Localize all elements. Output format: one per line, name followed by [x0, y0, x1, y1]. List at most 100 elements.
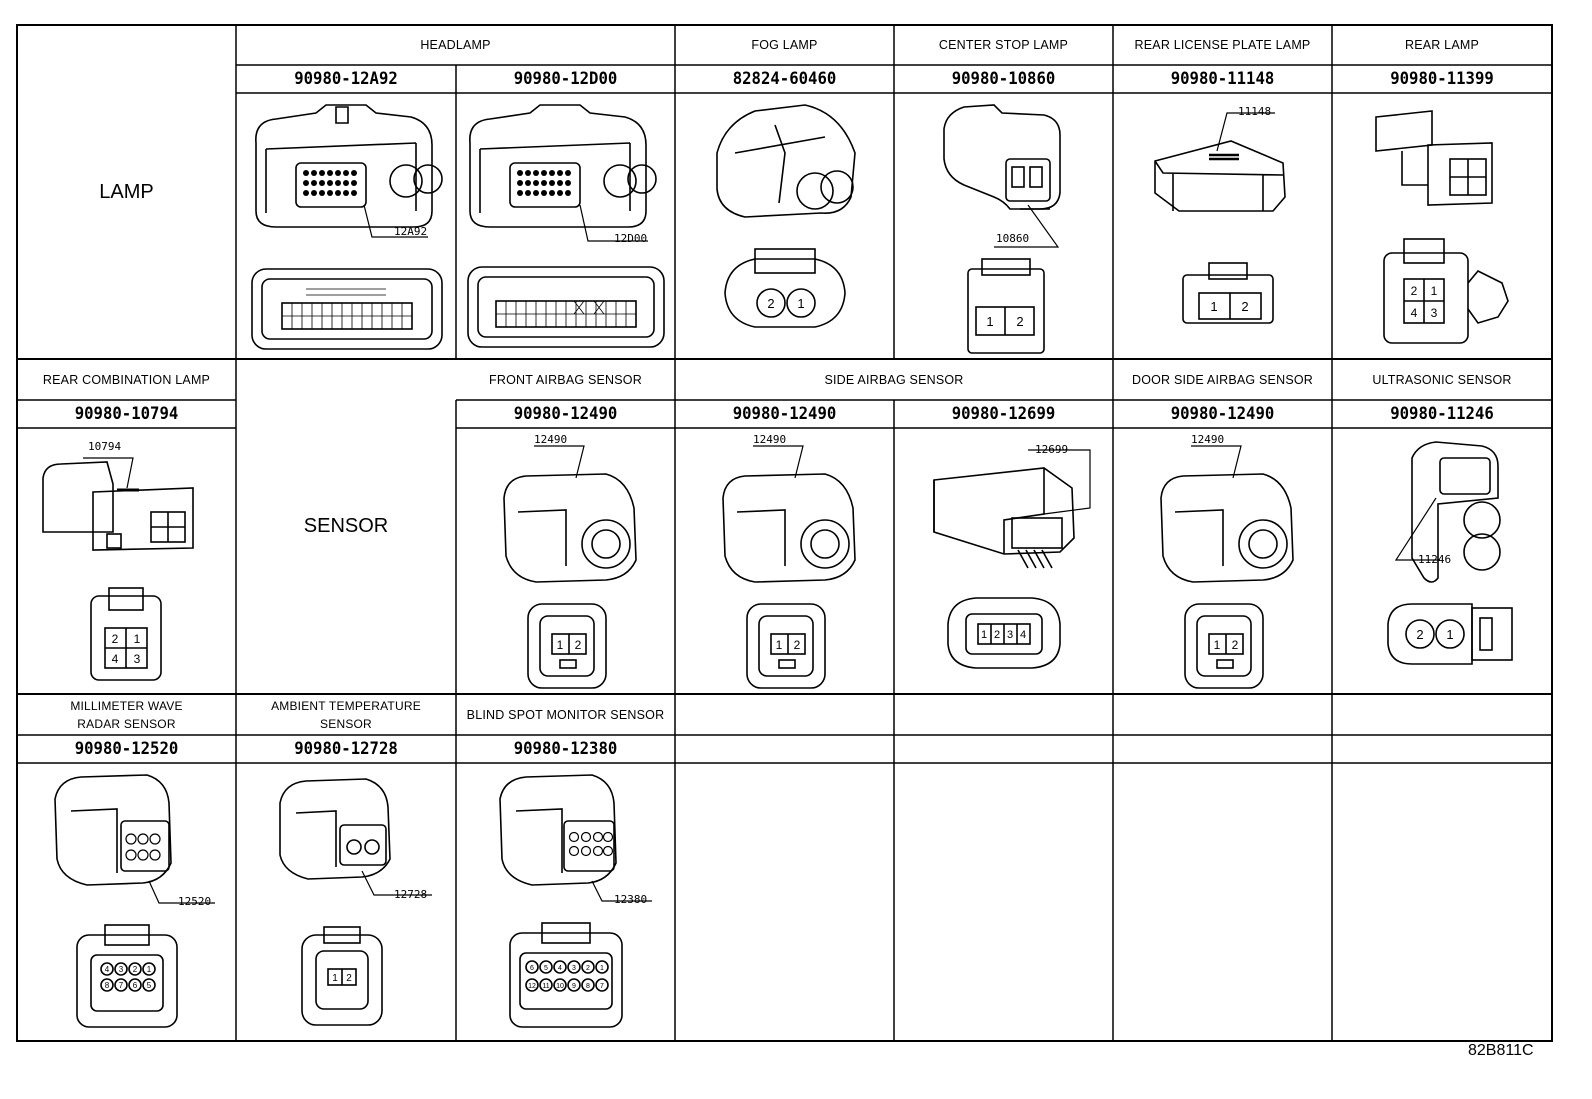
- blind-spot-monitor-sensor-pin-4: 4: [558, 965, 562, 972]
- center-stop-lamp-code: 10860: [996, 232, 1030, 245]
- ambient-temperature-sensor-pin-1: 1: [332, 973, 338, 984]
- door-side-airbag-sensor-header: DOOR SIDE AIRBAG SENSOR: [1131, 372, 1314, 387]
- rear-combination-lamp-pin-1: 1: [134, 632, 141, 646]
- side-airbag-sensor-1-pin-2: 2: [794, 638, 801, 652]
- rear-license-plate-lamp-connector-drawing: 1 2: [1154, 112, 1286, 324]
- ambient-temperature-sensor-pin-2: 2: [346, 973, 352, 984]
- ultrasonic-sensor-pin-2: 2: [1416, 627, 1423, 642]
- front-airbag-sensor-pin-2: 2: [575, 638, 582, 652]
- side-airbag-sensor-1-connector-drawing: 1 2: [722, 445, 856, 689]
- part-number-ambient-temperature-sensor: 90980-12728: [294, 739, 398, 759]
- side-airbag-sensor-2-pin-4: 4: [1020, 629, 1026, 641]
- headlamp-2-code: 12D00: [614, 232, 648, 245]
- ultrasonic-sensor-pin-1: 1: [1446, 627, 1453, 642]
- millimeter-wave-radar-sensor-pin-8: 8: [105, 981, 110, 990]
- center-stop-lamp-header: CENTER STOP LAMP: [938, 38, 1069, 52]
- blind-spot-monitor-sensor-pin-12: 12: [528, 983, 536, 990]
- side-airbag-sensor-2-pin-3: 3: [1007, 629, 1013, 641]
- blind-spot-monitor-sensor-pin-1: 1: [600, 965, 604, 972]
- rear-lamp-pin-2: 2: [1411, 284, 1418, 298]
- millimeter-wave-radar-sensor-pin-1: 1: [147, 965, 152, 974]
- headlamp-header: HEADLAMP: [420, 38, 491, 52]
- fog-lamp-header: FOG LAMP: [751, 38, 818, 52]
- side-airbag-sensor-1-pin-1: 1: [776, 638, 783, 652]
- part-number-fog-lamp: 82824-60460: [732, 69, 837, 89]
- diagram-code: 82B811C: [1468, 1042, 1534, 1059]
- side-airbag-sensor-header: SIDE AIRBAG SENSOR: [824, 372, 964, 387]
- part-number-blind-spot-monitor-sensor: 90980-12380: [513, 739, 618, 759]
- front-airbag-sensor-connector-drawing: 1 2: [503, 445, 637, 689]
- rear-combination-lamp-code: 10794: [88, 440, 122, 453]
- rear-combination-lamp-connector-drawing: 2 1 4 3: [42, 457, 194, 681]
- part-number-rear-license-plate-lamp: 90980-11148: [1170, 69, 1275, 89]
- rear-lamp-pin-1: 1: [1431, 284, 1438, 298]
- rear-license-plate-lamp-header: REAR LICENSE PLATE LAMP: [1134, 38, 1311, 52]
- door-side-airbag-sensor-code: 12490: [1191, 433, 1225, 446]
- ambient-temperature-sensor-header: AMBIENT TEMPERATURE SENSOR: [271, 698, 421, 731]
- millimeter-wave-radar-sensor-code: 12520: [178, 895, 212, 908]
- ultrasonic-sensor-header: ULTRASONIC SENSOR: [1372, 372, 1512, 387]
- headlamp-2-connector-drawing: [467, 104, 665, 348]
- headlamp-1-code: 12A92: [394, 225, 428, 238]
- side-airbag-sensor-2-connector-drawing: 1 2 3 4: [933, 449, 1091, 669]
- section-sensor-label: SENSOR: [303, 515, 389, 537]
- part-number-front-airbag-sensor: 90980-12490: [513, 404, 618, 424]
- part-number-rear-lamp: 90980-11399: [1390, 69, 1494, 89]
- ultrasonic-sensor-code: 11246: [1418, 553, 1452, 566]
- side-airbag-sensor-1-code: 12490: [753, 433, 787, 446]
- rear-lamp-header: REAR LAMP: [1404, 38, 1480, 52]
- blind-spot-monitor-sensor-pin-11: 11: [542, 983, 549, 990]
- part-number-center-stop-lamp: 90980-10860: [951, 69, 1056, 89]
- blind-spot-monitor-sensor-pin-9: 9: [572, 983, 576, 990]
- millimeter-wave-radar-sensor-connector-drawing: 4 3 2 1 8 7 6 5: [54, 774, 215, 1028]
- ambient-temperature-sensor-code: 12728: [394, 888, 428, 901]
- rear-combination-lamp-pin-3: 3: [134, 652, 141, 666]
- blind-spot-monitor-sensor-header: BLIND SPOT MONITOR SENSOR: [466, 707, 665, 722]
- fog-lamp-pin-2: 2: [767, 296, 774, 311]
- rear-license-plate-lamp-code: 11148: [1238, 105, 1272, 118]
- rear-combination-lamp-pin-4: 4: [112, 652, 119, 666]
- ambient-temperature-sensor-connector-drawing: 1 2: [279, 778, 432, 1026]
- part-number-headlamp-1: 90980-12A92: [294, 69, 398, 89]
- rear-license-plate-lamp-pin-2: 2: [1241, 299, 1248, 314]
- blind-spot-monitor-sensor-pin-7: 7: [600, 983, 604, 990]
- front-airbag-sensor-pin-1: 1: [557, 638, 564, 652]
- part-number-door-side-airbag-sensor: 90980-12490: [1170, 404, 1275, 424]
- rear-lamp-pin-3: 3: [1431, 306, 1438, 320]
- rear-lamp-connector-drawing: 2 1 4 3: [1375, 110, 1509, 344]
- millimeter-wave-radar-sensor-header: MILLIMETER WAVE RADAR SENSOR: [70, 698, 183, 731]
- millimeter-wave-radar-sensor-pin-3: 3: [119, 965, 124, 974]
- rear-combination-lamp-header: REAR COMBINATION LAMP: [42, 372, 211, 387]
- blind-spot-monitor-sensor-pin-10: 10: [556, 983, 564, 990]
- fog-lamp-connector-drawing: 2 1: [716, 104, 856, 328]
- part-number-side-airbag-sensor-2: 90980-12699: [951, 404, 1056, 424]
- rear-license-plate-lamp-pin-1: 1: [1210, 299, 1217, 314]
- blind-spot-monitor-sensor-connector-drawing: 6 5 4 3 2 1 12 11 10 9 8 7: [499, 774, 652, 1028]
- center-stop-lamp-connector-drawing: 1 2: [943, 104, 1061, 354]
- fog-lamp-pin-1: 1: [797, 296, 804, 311]
- center-stop-lamp-pin-2: 2: [1016, 314, 1023, 329]
- blind-spot-monitor-sensor-pin-8: 8: [586, 983, 590, 990]
- blind-spot-monitor-sensor-pin-5: 5: [544, 965, 548, 972]
- rear-combination-lamp-pin-2: 2: [112, 632, 119, 646]
- side-airbag-sensor-2-pin-1: 1: [981, 629, 987, 641]
- blind-spot-monitor-sensor-pin-3: 3: [572, 965, 576, 972]
- blind-spot-monitor-sensor-pin-2: 2: [586, 965, 590, 972]
- millimeter-wave-radar-sensor-pin-2: 2: [133, 965, 138, 974]
- front-airbag-sensor-header: FRONT AIRBAG SENSOR: [489, 372, 642, 387]
- millimeter-wave-radar-sensor-pin-6: 6: [133, 981, 138, 990]
- millimeter-wave-radar-sensor-pin-5: 5: [147, 981, 152, 990]
- center-stop-lamp-pin-1: 1: [986, 314, 993, 329]
- ultrasonic-sensor-connector-drawing: 2 1: [1387, 441, 1513, 665]
- section-lamp-label: LAMP: [99, 180, 154, 203]
- side-airbag-sensor-2-pin-2: 2: [994, 629, 1000, 641]
- door-side-airbag-sensor-pin-1: 1: [1214, 638, 1221, 652]
- side-airbag-sensor-2-code: 12699: [1035, 443, 1069, 456]
- door-side-airbag-sensor-pin-2: 2: [1232, 638, 1239, 652]
- front-airbag-sensor-code: 12490: [534, 433, 568, 446]
- blind-spot-monitor-sensor-pin-6: 6: [530, 965, 534, 972]
- rear-lamp-pin-4: 4: [1411, 306, 1418, 320]
- part-number-side-airbag-sensor-1: 90980-12490: [732, 404, 837, 424]
- millimeter-wave-radar-sensor-pin-4: 4: [105, 965, 110, 974]
